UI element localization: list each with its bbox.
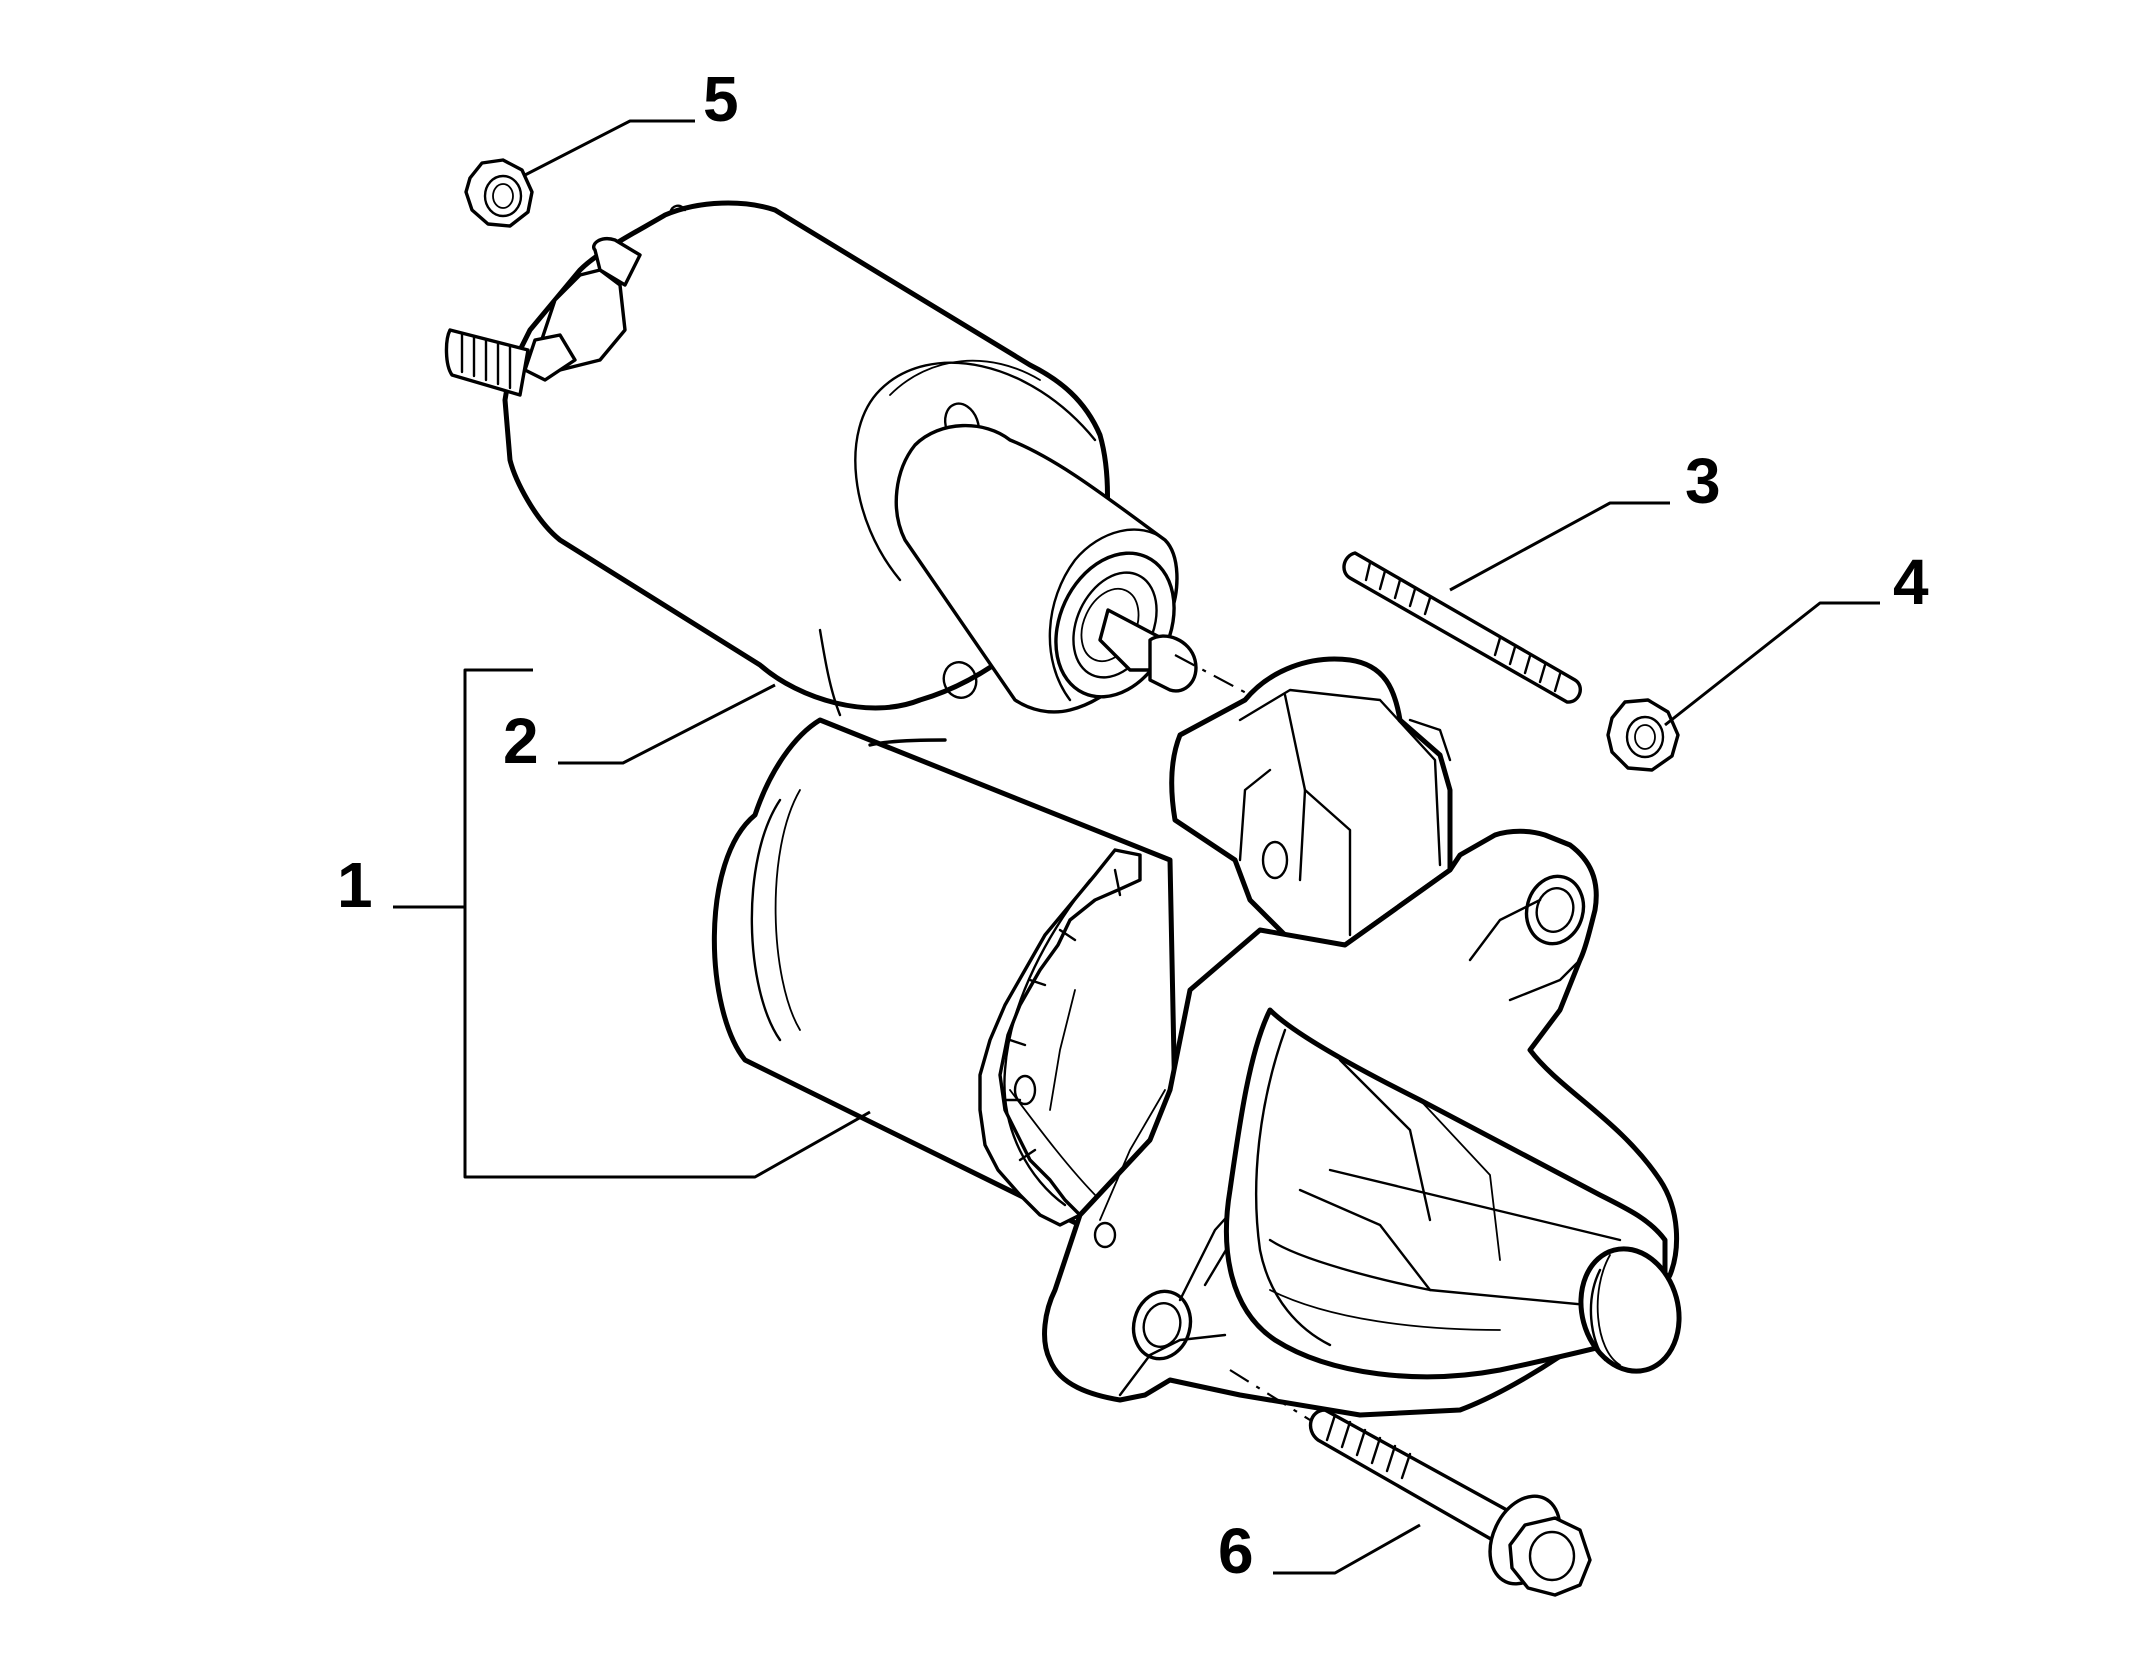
callout-1: 1 — [337, 849, 373, 921]
stud-axis-line — [1174, 654, 1251, 696]
bracket-part-1 — [463, 668, 871, 1179]
drive-end-housing — [978, 656, 1682, 1418]
nut-part-5 — [464, 158, 534, 228]
stud-part-3 — [1342, 551, 1582, 704]
callout-3: 3 — [1685, 445, 1721, 517]
leader-6 — [1273, 1523, 1421, 1575]
solenoid — [444, 200, 1198, 717]
leader-2 — [558, 683, 776, 765]
motor-housing — [711, 717, 1178, 1238]
leader-5 — [524, 119, 695, 177]
nut-part-4 — [1606, 698, 1680, 772]
callout-6: 6 — [1218, 1515, 1254, 1587]
bolt-axis-line — [1229, 1369, 1311, 1421]
leader-3 — [1449, 501, 1670, 592]
bolt-part-6 — [1308, 1408, 1592, 1597]
callout-2: 2 — [503, 705, 539, 777]
callout-5: 5 — [703, 63, 739, 135]
leader-4 — [1664, 601, 1880, 727]
callout-4: 4 — [1893, 546, 1929, 618]
